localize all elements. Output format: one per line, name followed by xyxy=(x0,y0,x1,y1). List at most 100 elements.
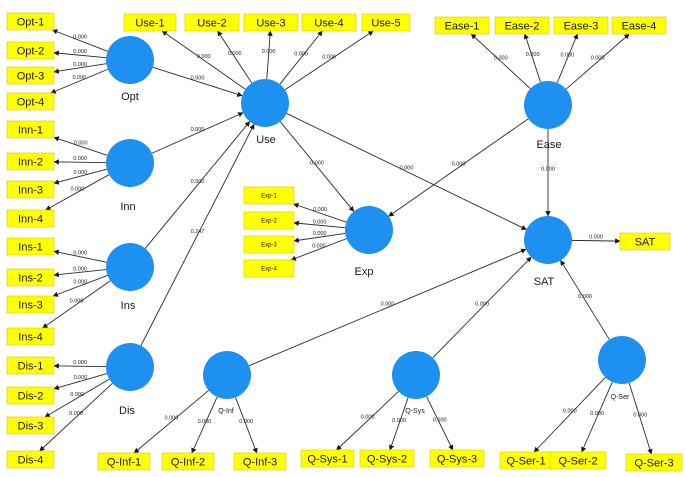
indicator-qser2[interactable]: Q-Ser-2 xyxy=(549,451,607,470)
indicator-qsys2[interactable]: Q-Sys-2 xyxy=(359,449,415,468)
path-arrow-use-exp xyxy=(279,121,355,212)
indicator-exp3[interactable]: Exp-3 xyxy=(243,235,295,254)
indicator-inn3[interactable]: Inn-3 xyxy=(6,180,55,199)
indicator-exp4[interactable]: Exp-4 xyxy=(243,259,295,278)
indicator-label: Dis-3 xyxy=(18,421,44,433)
indicator-box xyxy=(243,259,295,278)
indicator-qinf2[interactable]: Q-Inf-2 xyxy=(161,452,215,471)
indicator-use4[interactable]: Use-4 xyxy=(301,13,357,32)
indicator-opt1[interactable]: Opt-1 xyxy=(6,12,55,31)
latent-use[interactable]: Use xyxy=(241,79,289,146)
latent-qsys[interactable]: Q-Sys xyxy=(392,351,440,415)
path-arrow-inn-use xyxy=(151,112,244,154)
path-arrow-ease-exp xyxy=(388,118,529,217)
indicator-dis4[interactable]: Dis-4 xyxy=(6,450,55,469)
indicator-qsys3[interactable]: Q-Sys-3 xyxy=(429,449,485,468)
indicator-qinf3[interactable]: Q-Inf-3 xyxy=(233,452,287,471)
loading-weight-opt1: 0.000 xyxy=(73,35,87,41)
latent-exp[interactable]: Exp xyxy=(345,206,393,278)
latent-qser[interactable]: Q-Ser xyxy=(598,336,646,401)
indicator-ease4[interactable]: Ease-4 xyxy=(611,16,667,35)
indicator-box xyxy=(611,16,667,35)
loading-weight-exp1: 0.000 xyxy=(313,207,327,213)
indicator-inn1[interactable]: Inn-1 xyxy=(6,120,55,139)
indicator-box xyxy=(243,235,295,254)
loading-weight-qser1: 0.000 xyxy=(563,409,577,415)
indicator-opt4[interactable]: Opt-4 xyxy=(6,92,55,111)
indicator-label: Q-Ser-3 xyxy=(634,458,673,470)
weights-layer: 0.000 0.000 0.000 0.000 0.000 0.000 0.000 0.000… xyxy=(69,35,647,426)
latent-label: Opt xyxy=(121,91,139,103)
latent-ease[interactable]: Ease xyxy=(524,81,572,151)
indicator-ins3[interactable]: Ins-3 xyxy=(6,295,55,314)
latent-circle xyxy=(106,343,154,391)
indicator-qser1[interactable]: Q-Ser-1 xyxy=(499,451,553,470)
indicator-inn4[interactable]: Inn-4 xyxy=(6,209,55,228)
indicator-label: Q-Inf-2 xyxy=(171,457,205,469)
path-weight-ins-use: 0.000 xyxy=(191,179,205,185)
indicator-label: Inn-2 xyxy=(18,157,43,169)
latent-label: Q-Sys xyxy=(405,408,425,415)
indicator-box xyxy=(300,449,355,468)
indicator-dis1[interactable]: Dis-1 xyxy=(6,356,55,375)
latent-ins[interactable]: Ins xyxy=(106,243,154,312)
loading-weight-qinf3: 0.000 xyxy=(239,419,253,425)
loading-arrow-dis1 xyxy=(53,363,107,369)
loading-weight-dis2: 0.000 xyxy=(74,375,88,381)
indicator-label: Q-Inf-3 xyxy=(243,457,277,469)
loading-arrow-use2 xyxy=(217,30,253,84)
indicator-box xyxy=(434,16,490,35)
latent-label: Inn xyxy=(120,201,135,213)
indicator-dis2[interactable]: Dis-2 xyxy=(6,386,55,405)
indicator-box xyxy=(243,186,295,205)
loading-weight-sati: 0.000 xyxy=(589,235,603,241)
latent-opt[interactable]: Opt xyxy=(106,36,154,103)
indicator-ins4[interactable]: Ins-4 xyxy=(6,327,55,346)
indicator-ease3[interactable]: Ease-3 xyxy=(553,16,609,35)
indicator-sati[interactable]: SAT xyxy=(619,232,671,251)
indicator-label: Ease-1 xyxy=(445,21,480,33)
indicator-opt2[interactable]: Opt-2 xyxy=(6,41,55,60)
indicator-exp2[interactable]: Exp-2 xyxy=(243,211,295,230)
indicator-box xyxy=(6,209,55,228)
indicator-box xyxy=(301,13,357,32)
indicator-qser3[interactable]: Q-Ser-3 xyxy=(625,453,683,472)
indicator-ins1[interactable]: Ins-1 xyxy=(6,237,55,256)
indicator-ins2[interactable]: Ins-2 xyxy=(6,268,55,287)
path-weight-qsys-sat: 0.000 xyxy=(475,302,489,308)
indicator-box xyxy=(6,12,55,31)
loading-arrow-ease2 xyxy=(523,33,541,83)
indicator-use3[interactable]: Use-3 xyxy=(243,13,299,32)
loading-weight-qsys1: 0.000 xyxy=(361,415,375,421)
loading-arrow-qser2 xyxy=(581,381,613,453)
indicator-qsys1[interactable]: Q-Sys-1 xyxy=(300,449,355,468)
path-arrow-ins-use xyxy=(144,121,251,249)
indicator-box xyxy=(97,452,151,471)
indicator-use1[interactable]: Use-1 xyxy=(123,13,177,32)
latent-qinf[interactable]: Q-Inf xyxy=(203,351,251,415)
path-arrow-use-sat xyxy=(286,113,527,230)
loading-weight-qser2: 0.000 xyxy=(590,411,604,417)
loading-arrow-qser3 xyxy=(628,382,653,455)
latent-dis[interactable]: Dis xyxy=(106,343,154,417)
path-weight-qser-sat: 0.000 xyxy=(578,294,592,300)
indicator-ease2[interactable]: Ease-2 xyxy=(494,16,550,35)
indicator-box xyxy=(625,453,683,472)
latent-sat[interactable]: SAT xyxy=(524,216,572,288)
loading-arrow-inn3 xyxy=(53,168,107,185)
indicator-inn2[interactable]: Inn-2 xyxy=(6,152,55,171)
indicator-opt3[interactable]: Opt-3 xyxy=(6,66,55,85)
latent-label: Q-Inf xyxy=(218,408,234,415)
indicator-box xyxy=(6,416,55,435)
indicator-use5[interactable]: Use-5 xyxy=(361,13,411,32)
loading-arrow-ease4 xyxy=(565,33,630,90)
indicator-use2[interactable]: Use-2 xyxy=(184,13,240,32)
indicator-exp1[interactable]: Exp-1 xyxy=(243,186,295,205)
path-weight-opt-use: 0.000 xyxy=(191,76,205,82)
indicator-ease1[interactable]: Ease-1 xyxy=(434,16,490,35)
latent-inn[interactable]: Inn xyxy=(106,139,154,213)
indicator-qinf1[interactable]: Q-Inf-1 xyxy=(97,452,151,471)
indicator-label: Inn-3 xyxy=(18,185,43,197)
indicator-dis3[interactable]: Dis-3 xyxy=(6,416,55,435)
indicator-label: Opt-2 xyxy=(17,46,45,58)
